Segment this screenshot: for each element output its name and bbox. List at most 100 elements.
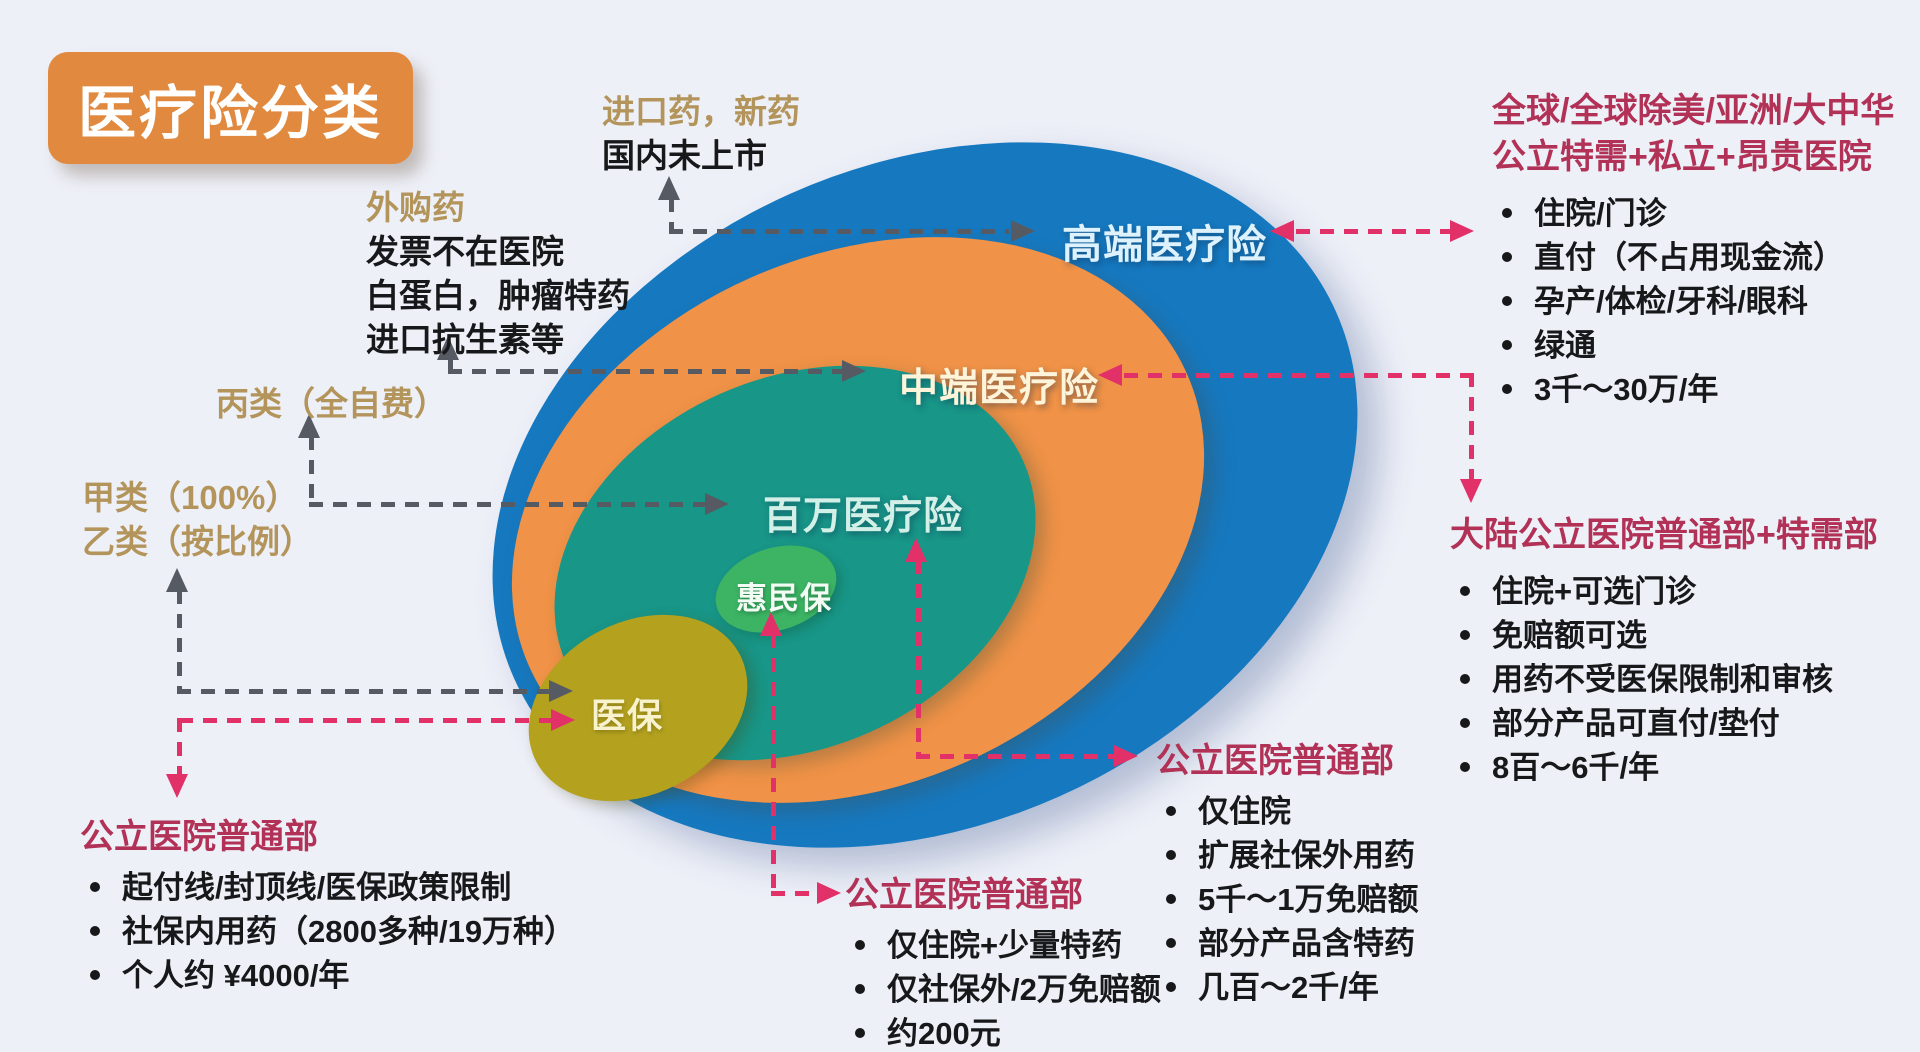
list-item: 3千～30万/年 (1492, 368, 1894, 412)
arrow-right-icon (705, 493, 729, 515)
bullet-text: 直付（不占用现金流） (1534, 240, 1844, 275)
list-item: 直付（不占用现金流） (1492, 236, 1894, 280)
scope-huiminbao-heading: 公立医院普通部 (845, 876, 1083, 914)
connector-class-ab-horizontal (177, 689, 549, 694)
arrow-right-icon (1114, 745, 1138, 767)
arrow-left-icon (1270, 220, 1294, 242)
bullet-dot-icon (1502, 340, 1512, 350)
bullet-dot-icon (855, 1028, 865, 1038)
list-item: 住院+可选门诊 (1450, 570, 1878, 614)
list-item: 起付线/封顶线/医保政策限制 (80, 866, 575, 910)
bullet-dot-icon (1460, 586, 1470, 596)
arrow-left-icon (1098, 364, 1122, 386)
bullet-dot-icon (1166, 894, 1176, 904)
bullet-text: 仅住院+少量特药 (887, 928, 1123, 963)
scope-million-heading: 公立医院普通部 (1156, 742, 1394, 780)
list-item: 8百～6千/年 (1450, 746, 1878, 790)
bullet-text: 免赔额可选 (1492, 618, 1647, 653)
note-class-c: 丙类（全自费） (216, 382, 447, 426)
bullet-dot-icon (855, 940, 865, 950)
arrow-right-icon (1450, 220, 1474, 242)
tier-label-mid-end: 中端医疗险 (899, 367, 1100, 410)
arrow-right-icon (842, 360, 866, 382)
connector-yibao-scope-vertical (177, 718, 182, 776)
connector-million-scope-vertical (916, 560, 921, 758)
bullet-dot-icon (1502, 208, 1512, 218)
bullet-text: 部分产品含特药 (1198, 926, 1415, 961)
bullet-dot-icon (1166, 982, 1176, 992)
tier-label-high-end: 高端医疗险 (1062, 223, 1267, 267)
bullet-dot-icon (1460, 762, 1470, 772)
note-class-b-label: 乙类（按比例） (82, 523, 313, 560)
scope-global-heading-2: 公立特需+私立+昂贵医院 (1492, 138, 1872, 176)
list-item: 绿通 (1492, 324, 1894, 368)
connector-huiminbao-scope-horizontal (771, 891, 817, 896)
note-external-line: 进口抗生素等 (366, 321, 564, 358)
list-item: 住院/门诊 (1492, 192, 1894, 236)
connector-highend-scope (1296, 229, 1450, 234)
arrow-right-icon (1011, 220, 1035, 242)
bullet-dot-icon (1166, 850, 1176, 860)
bullet-dot-icon (90, 882, 100, 892)
bullet-text: 绿通 (1534, 328, 1596, 363)
connector-million-scope-horizontal (916, 754, 1114, 759)
bullet-text: 3千～30万/年 (1534, 372, 1719, 407)
bullet-text: 社保内用药（2800多种/19万种） (122, 914, 576, 949)
bullet-text: 个人约 ¥4000/年 (122, 958, 350, 993)
list-item: 仅住院+少量特药 (845, 924, 1161, 968)
connector-class-ab-vertical (177, 590, 182, 693)
connector-yibao-scope-horizontal (179, 718, 551, 723)
list-item: 孕产/体检/牙科/眼科 (1492, 280, 1894, 324)
list-item: 部分产品含特药 (1156, 922, 1418, 966)
bullet-dot-icon (1502, 384, 1512, 394)
page-title: 医疗险分类 (48, 52, 414, 164)
connector-huiminbao-scope-vertical (771, 634, 776, 895)
bullet-text: 仅社保外/2万免赔额 (887, 972, 1161, 1007)
tier-label-million: 百万医疗险 (763, 495, 964, 538)
bullet-text: 起付线/封顶线/医保政策限制 (122, 870, 512, 905)
bullet-text: 5千～1万免赔额 (1198, 882, 1419, 917)
arrow-right-icon (551, 709, 575, 731)
arrow-up-icon (437, 336, 459, 360)
bullet-text: 仅住院 (1198, 794, 1291, 829)
scope-block-yibao: 公立医院普通部 起付线/封顶线/医保政策限制 社保内用药（2800多种/19万种… (80, 814, 575, 998)
note-class-a-label: 甲类（100%） (82, 479, 299, 516)
bullet-dot-icon (1502, 252, 1512, 262)
list-item: 5千～1万免赔额 (1156, 878, 1418, 922)
arrow-up-icon (298, 414, 320, 438)
list-item: 社保内用药（2800多种/19万种） (80, 910, 575, 954)
list-item: 个人约 ¥4000/年 (80, 954, 575, 998)
note-class-ab: 甲类（100%） 乙类（按比例） (82, 476, 313, 564)
arrow-up-icon (760, 612, 782, 636)
note-external-line: 发票不在医院 (366, 233, 564, 270)
list-item: 仅社保外/2万免赔额 (845, 968, 1161, 1012)
bullet-dot-icon (1166, 806, 1176, 816)
bullet-dot-icon (1460, 718, 1470, 728)
bullet-text: 几百～2千/年 (1198, 970, 1379, 1005)
list-item: 扩展社保外用药 (1156, 834, 1418, 878)
arrow-down-icon (166, 774, 188, 798)
scope-global-heading-1: 全球/全球除美/亚洲/大中华 (1492, 92, 1895, 130)
connector-external-horizontal (448, 369, 842, 374)
connector-external-vertical (448, 358, 453, 374)
bullet-dot-icon (1502, 296, 1512, 306)
note-imported-drugs: 进口药，新药 国内未上市 (602, 90, 800, 178)
scope-mainland-heading: 大陆公立医院普通部+特需部 (1450, 516, 1878, 554)
bullet-text: 扩展社保外用药 (1198, 838, 1415, 873)
bullet-text: 部分产品可直付/垫付 (1492, 706, 1780, 741)
note-external-label: 外购药 (366, 189, 465, 226)
bullet-dot-icon (90, 970, 100, 980)
connector-midend-scope-vertical (1469, 373, 1474, 481)
bullet-text: 约200元 (887, 1016, 1001, 1051)
scope-yibao-heading: 公立医院普通部 (80, 818, 318, 856)
tier-label-yibao: 医保 (591, 697, 664, 736)
note-imported-label: 进口药，新药 (602, 93, 800, 130)
note-class-c-label: 丙类（全自费） (216, 385, 447, 422)
note-external-drugs: 外购药 发票不在医院 白蛋白，肿瘤特药 进口抗生素等 (366, 186, 630, 362)
list-item: 仅住院 (1156, 790, 1418, 834)
bullet-dot-icon (1460, 630, 1470, 640)
connector-class-c-horizontal (309, 502, 705, 507)
connector-class-c-vertical (309, 436, 314, 506)
connector-midend-scope-horizontal (1124, 373, 1474, 378)
